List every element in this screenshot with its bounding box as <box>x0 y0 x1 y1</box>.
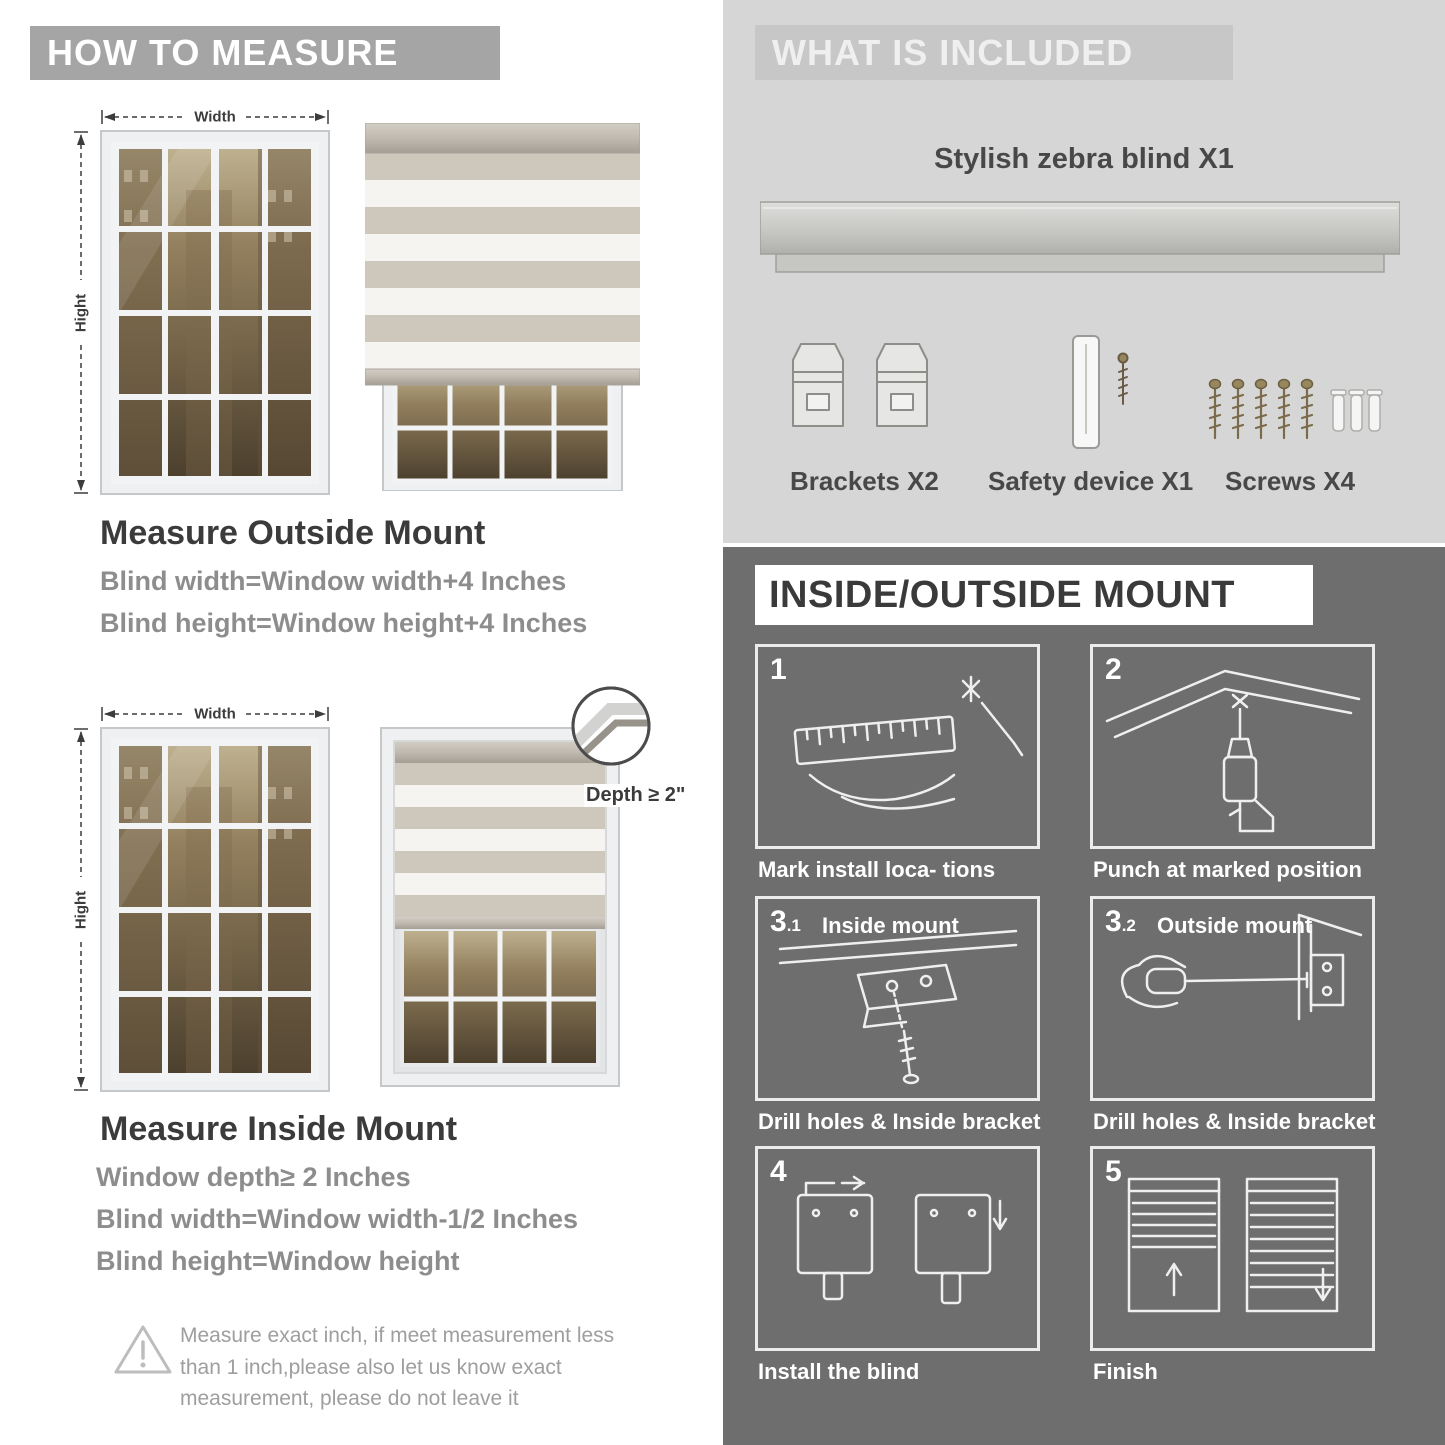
step-label-outside-mount: Outside mount <box>1157 913 1313 938</box>
width-label: Width <box>191 705 239 723</box>
step-number: 3.2 <box>1105 905 1136 938</box>
inside-mount-title: Measure Inside Mount <box>100 1110 458 1148</box>
inside-outside-mount-section: INSIDE/OUTSIDE MOUNT <box>723 547 1445 1445</box>
finish-illustration <box>1127 1177 1339 1313</box>
height-label: Hight <box>72 887 90 932</box>
how-to-measure-header: HOW TO MEASURE <box>30 26 500 80</box>
step-panel-3-2: 3.2 Outside mount <box>1090 896 1375 1101</box>
what-is-included-header: WHAT IS INCLUDED <box>755 25 1233 80</box>
step-panel-1: 1 <box>755 644 1040 849</box>
width-arrow-icon <box>101 707 329 721</box>
screws-image <box>1205 372 1385 462</box>
step-panel-5: 5 <box>1090 1146 1375 1351</box>
outside-formula-height: Blind height=Window height+4 Inches <box>100 608 588 638</box>
mount-header: INSIDE/OUTSIDE MOUNT <box>755 565 1313 625</box>
step-panel-4: 4 <box>755 1146 1040 1351</box>
step-panel-3-1: 3.1 Inside mount <box>755 896 1040 1101</box>
inside-formula-width: Blind width=Window width-1/2 Inches <box>96 1204 579 1234</box>
step-label-inside-mount: Inside mount <box>822 913 959 938</box>
step-caption-4: Install the blind <box>758 1359 920 1384</box>
step-number: 2 <box>1105 653 1122 686</box>
step-number: 5 <box>1105 1155 1122 1188</box>
blind-illustration-inside <box>380 727 620 1092</box>
window-illustration-inside <box>100 727 330 1097</box>
step-caption-3-1: Drill holes & Inside bracket <box>758 1109 1041 1134</box>
height-dimension-outside: Hight <box>70 130 92 495</box>
outside-mount-title: Measure Outside Mount <box>100 514 486 552</box>
what-is-included-section: WHAT IS INCLUDED Stylish zebra blind X1 <box>723 0 1445 543</box>
outside-bracket-illustration <box>1120 913 1363 1021</box>
depth-label: Depth ≥ 2" <box>584 784 688 807</box>
product-name: Stylish zebra blind X1 <box>934 143 1234 175</box>
depth-detail-magnifier <box>568 683 654 769</box>
blind-illustration-outside <box>364 122 641 496</box>
magnifier-icon <box>571 686 651 766</box>
screws-label: Screws X4 <box>1225 466 1356 496</box>
height-arrow-icon <box>74 728 88 1091</box>
install-blind-illustration <box>796 1175 1008 1305</box>
inside-depth-rule: Window depth≥ 2 Inches <box>96 1162 411 1192</box>
brackets-image <box>785 336 935 441</box>
width-dimension-inside: Width <box>100 703 330 725</box>
measure-note: Measure exact inch, if meet measurement … <box>180 1324 615 1410</box>
outside-formula-width: Blind width=Window width+4 Inches <box>100 566 567 596</box>
window-illustration-outside <box>100 130 330 500</box>
height-label: Hight <box>72 290 90 335</box>
safety-device-label: Safety device X1 <box>988 466 1194 496</box>
how-to-measure-section: HOW TO MEASURE Width <box>0 0 700 1445</box>
step-number: 4 <box>770 1155 787 1188</box>
right-column: WHAT IS INCLUDED Stylish zebra blind X1 <box>723 0 1445 1445</box>
inside-formula-height: Blind height=Window height <box>96 1246 460 1276</box>
width-label: Width <box>191 108 239 126</box>
width-dimension-outside: Width <box>100 106 330 128</box>
step-caption-1: Mark install loca- tions <box>758 857 996 882</box>
width-arrow-icon <box>101 110 329 124</box>
zebra-blind-headrail-image <box>759 198 1401 287</box>
step-number: 3.1 <box>770 905 801 938</box>
step-caption-2: Punch at marked position <box>1093 857 1362 882</box>
drill-ceiling-illustration <box>1105 669 1361 833</box>
step-panel-2: 2 <box>1090 644 1375 849</box>
step-caption-3-2: Drill holes & Inside bracket <box>1093 1109 1376 1134</box>
mark-locations-illustration <box>793 675 1024 810</box>
step-caption-5: Finish <box>1093 1359 1158 1384</box>
brackets-label: Brackets X2 <box>790 466 939 496</box>
inside-bracket-illustration <box>778 929 1018 1085</box>
warning-triangle-icon <box>112 1322 174 1378</box>
height-dimension-inside: Hight <box>70 727 92 1092</box>
step-number: 1 <box>770 653 787 686</box>
height-arrow-icon <box>74 131 88 494</box>
safety-device-image <box>1051 330 1161 465</box>
